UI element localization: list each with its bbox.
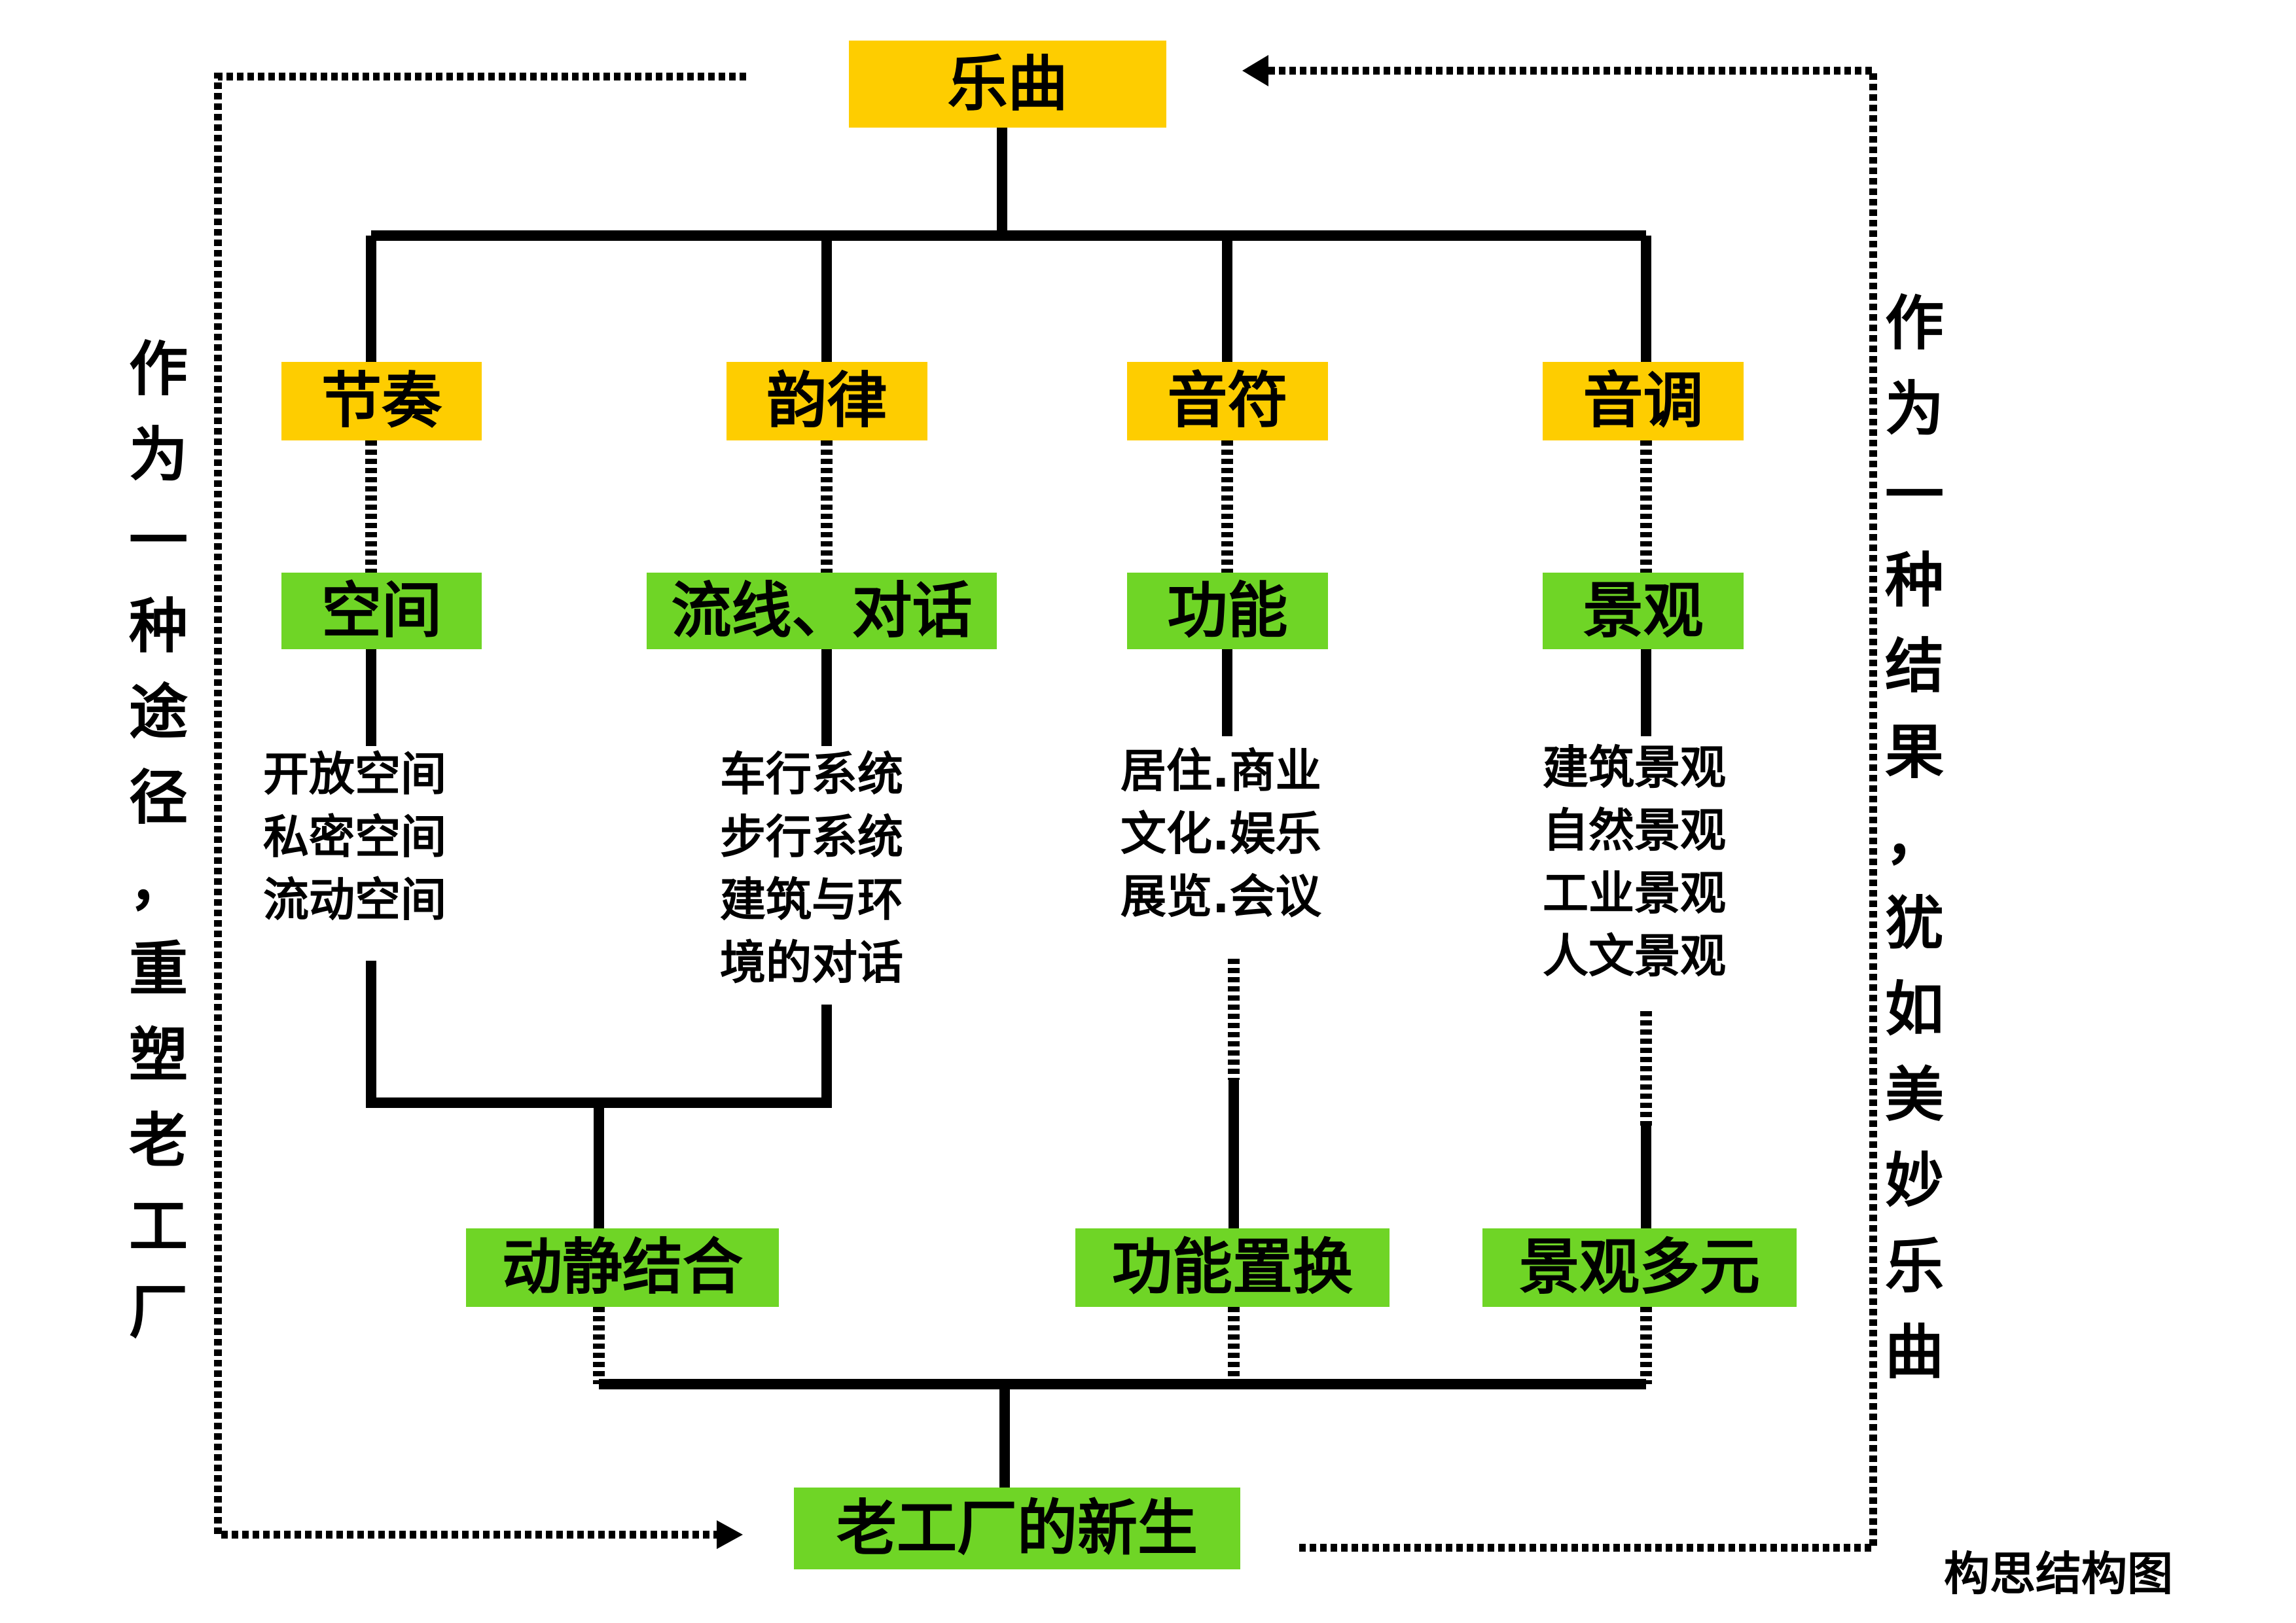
result-node-landscape-diverse: 景观多元 — [1482, 1228, 1797, 1307]
right-side-text: 作 为 一 种 结 果 ， 犹 如 美 妙 乐 曲 — [1878, 294, 1950, 1409]
tier2-list-lines — [366, 649, 1651, 746]
left-feedback-loop — [214, 73, 746, 1539]
right-feedback-loop — [1268, 67, 1877, 1552]
left-feedback-arrow-icon — [717, 1520, 743, 1549]
right-side-char: 犹 — [1885, 889, 1944, 958]
right-side-char: 曲 — [1885, 1318, 1944, 1387]
right-side-char: 美 — [1885, 1061, 1944, 1130]
right-side-char: 如 — [1885, 975, 1944, 1044]
tier1-node-rhythm: 节奏 — [281, 362, 482, 440]
tier1-node-cadence: 韵律 — [726, 362, 927, 440]
list-item: 车行系统 — [720, 747, 903, 801]
tier1-node-tone: 音调 — [1543, 362, 1744, 440]
tier2-node-function: 功能 — [1127, 573, 1328, 649]
result-bottom-dotted — [593, 1307, 1652, 1384]
left-side-char: 途 — [129, 678, 188, 747]
list-space: 开放空间 私密空间 流动空间 — [263, 743, 446, 931]
right-feedback-arrow-icon — [1242, 55, 1268, 86]
right-side-char: 妙 — [1885, 1147, 1944, 1215]
list-item: 居住.商业 — [1121, 744, 1321, 798]
tier2-node-landscape: 景观 — [1543, 573, 1744, 649]
left-side-char: 为 — [129, 421, 188, 490]
list-function: 居住.商业 文化.娱乐 展览.会议 — [1121, 740, 1321, 928]
list-item: 私密空间 — [263, 810, 446, 864]
list-item: 开放空间 — [263, 747, 446, 801]
tier2-node-flow-dialogue: 流线、对话 — [647, 573, 997, 649]
result-node-function-replace: 功能置换 — [1075, 1228, 1390, 1307]
left-side-char: 一 — [129, 507, 188, 575]
list-item: 自然景观 — [1543, 804, 1726, 857]
list-item: 展览.会议 — [1121, 870, 1321, 923]
list-item: 文化.娱乐 — [1121, 807, 1321, 861]
left-side-char: 塑 — [129, 1021, 188, 1090]
result-bottom-lines — [599, 1379, 1646, 1488]
list-flow-dialogue: 车行系统 步行系统 建筑与环 境的对话 — [720, 743, 903, 994]
left-side-char: 厂 — [129, 1278, 188, 1347]
list-item: 步行系统 — [720, 810, 903, 864]
list-item: 境的对话 — [720, 936, 903, 990]
right-side-char: 果 — [1885, 718, 1944, 787]
left-side-char: 径 — [129, 764, 188, 832]
root-node: 乐曲 — [849, 41, 1166, 128]
list-item: 人文景观 — [1543, 929, 1726, 983]
list-item: 建筑与环 — [720, 873, 903, 927]
right-side-char: 一 — [1885, 461, 1944, 529]
left-side-char: 老 — [129, 1107, 188, 1175]
left-side-char: ， — [129, 849, 188, 918]
tier2-node-space: 空间 — [281, 573, 482, 649]
list-item: 流动空间 — [263, 873, 446, 927]
result-node-dynamic-static: 动静结合 — [466, 1228, 779, 1307]
left-side-char: 重 — [129, 935, 188, 1004]
right-side-char: 种 — [1885, 546, 1944, 615]
right-side-char: 结 — [1885, 632, 1944, 701]
tier1-node-note: 音符 — [1127, 362, 1328, 440]
right-side-char: 为 — [1885, 375, 1944, 444]
root-branch-lines — [366, 128, 1651, 362]
list-item: 建筑景观 — [1543, 741, 1726, 794]
left-side-char: 工 — [129, 1192, 188, 1261]
left-side-text: 作 为 一 种 途 径 ， 重 塑 老 工 厂 — [122, 340, 194, 1369]
left-side-char: 种 — [129, 592, 188, 661]
right-side-char: 乐 — [1885, 1232, 1944, 1301]
list-result-lines — [366, 961, 1651, 1228]
diagram-caption: 构思结构图 — [1944, 1547, 2173, 1601]
right-side-char: ， — [1885, 804, 1944, 872]
bottom-node: 老工厂的新生 — [794, 1488, 1240, 1569]
left-side-char: 作 — [129, 335, 188, 404]
tier-dotted-links — [365, 440, 1652, 573]
list-landscape: 建筑景观 自然景观 工业景观 人文景观 — [1543, 736, 1726, 988]
list-result-dotted — [1228, 959, 1652, 1126]
list-item: 工业景观 — [1543, 866, 1726, 920]
right-side-char: 作 — [1885, 289, 1944, 358]
